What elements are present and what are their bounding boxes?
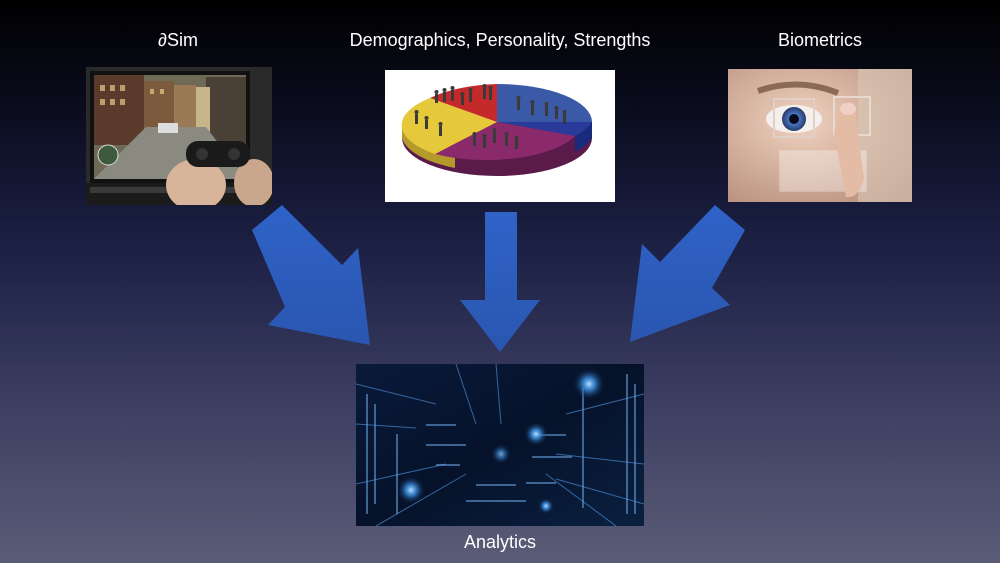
biometrics-label: Biometrics bbox=[777, 30, 862, 50]
pie-chart-image bbox=[385, 70, 615, 202]
dsim-label: ∂Sim bbox=[158, 30, 198, 50]
arrow-center-icon bbox=[460, 212, 540, 352]
analytics-label: Analytics bbox=[463, 532, 537, 552]
biometrics-image bbox=[728, 69, 912, 202]
analytics-image bbox=[356, 364, 644, 526]
arrow-left-icon bbox=[252, 205, 370, 345]
gamer-image bbox=[86, 67, 272, 205]
arrow-right-icon bbox=[630, 205, 745, 342]
demographics-label: Demographics, Personality, Strengths bbox=[349, 30, 651, 50]
